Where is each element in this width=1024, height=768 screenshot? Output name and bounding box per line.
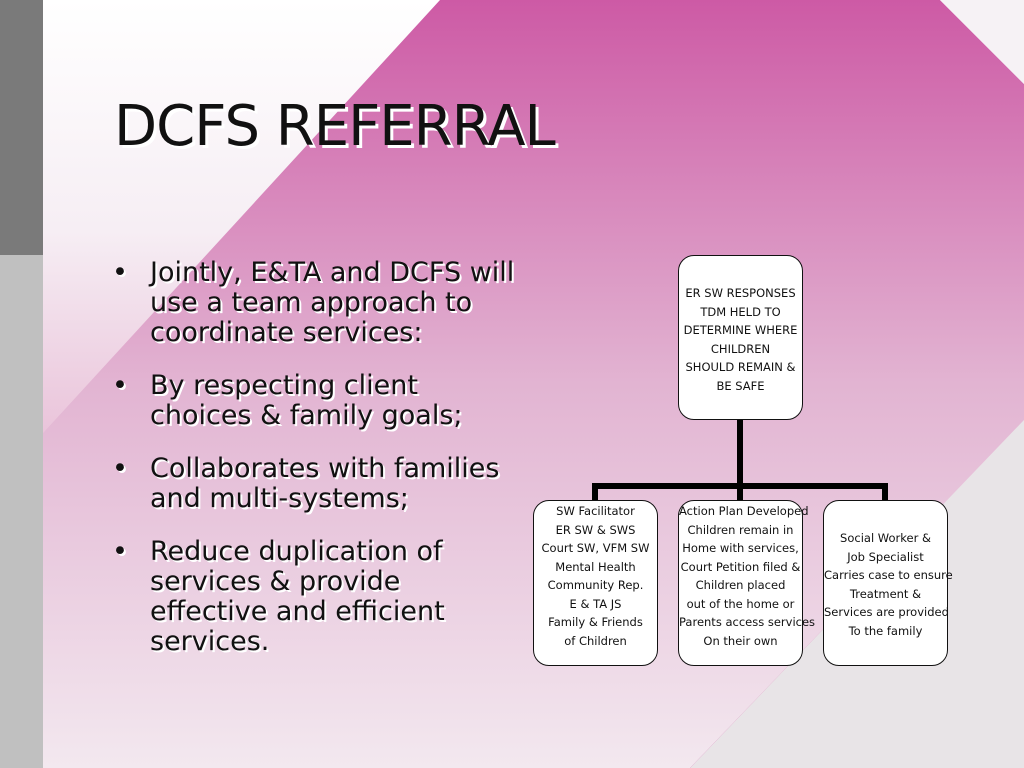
- bullet-text: Reduce duplication of services & provide…: [150, 536, 445, 657]
- root-line: SHOULD REMAIN &: [685, 360, 796, 374]
- child-line: To the family: [848, 623, 923, 638]
- org-child-box-action-plan: Action Plan Developed Children remain in…: [678, 500, 816, 666]
- sidebar-light-strip: [0, 255, 43, 768]
- child-line: Court Petition filed &: [680, 559, 801, 574]
- child-line: Job Specialist: [847, 549, 924, 564]
- bullet-glyph: •: [112, 453, 128, 484]
- bullet-text: By respecting client choices & family go…: [150, 370, 463, 431]
- slide-title: DCFS REFERRAL: [114, 94, 556, 159]
- child-line: Parents access services: [679, 615, 816, 629]
- org-child-box-social-worker: Social Worker & Job Specialist Carries c…: [823, 500, 953, 666]
- child-line: SW Facilitator: [556, 504, 635, 518]
- bullet-glyph: •: [112, 536, 128, 567]
- root-line: TDM HELD TO: [700, 304, 781, 319]
- child-line: ER SW & SWS: [555, 522, 636, 537]
- child-line: Carries case to ensure: [824, 568, 953, 582]
- child-line: Children remain in: [687, 522, 794, 537]
- bullet-glyph: •: [112, 257, 128, 288]
- child-line: Children placed: [695, 578, 786, 592]
- bullet-text: Jointly, E&TA and DCFS will use a team a…: [150, 257, 515, 348]
- child-line: Services are provided: [824, 605, 949, 619]
- bullet-item: • By respecting client choices & family g…: [112, 371, 522, 431]
- org-root-box: ER SW RESPONSES TDM HELD TO DETERMINE WH…: [678, 255, 803, 420]
- child-line: Community Rep.: [547, 578, 644, 592]
- bullet-item: • Collaborates with families and multi-sy…: [112, 454, 522, 514]
- bullet-item: • Jointly, E&TA and DCFS will use a team …: [112, 258, 522, 348]
- child-line: Family & Friends: [548, 615, 643, 629]
- child-line: out of the home or: [686, 596, 795, 611]
- root-line: CHILDREN: [710, 341, 771, 356]
- child-line: of Children: [564, 633, 627, 648]
- root-line: ER SW RESPONSES: [685, 286, 796, 300]
- sidebar-dark-strip: [0, 0, 43, 255]
- child-line: Mental Health: [555, 559, 636, 574]
- root-line: BE SAFE: [716, 378, 765, 393]
- child-line: E & TA JS: [569, 596, 622, 611]
- child-line: On their own: [703, 633, 778, 648]
- root-line: DETERMINE WHERE: [683, 323, 798, 337]
- corner-triangle: [940, 0, 1024, 84]
- child-line: Treatment &: [849, 586, 922, 601]
- child-line: Action Plan Developed: [679, 504, 809, 518]
- bullet-list: • Jointly, E&TA and DCFS will use a team …: [112, 258, 522, 680]
- org-child-box-facilitator: SW Facilitator ER SW & SWS Court SW, VFM…: [533, 500, 658, 666]
- bullet-glyph: •: [112, 370, 128, 401]
- bullet-text: Collaborates with families and multi-sys…: [150, 453, 500, 514]
- child-line: Social Worker &: [840, 531, 931, 545]
- bullet-item: • Reduce duplication of services & provid…: [112, 537, 522, 657]
- child-line: Court SW, VFM SW: [541, 541, 650, 555]
- child-line: Home with services,: [682, 541, 799, 555]
